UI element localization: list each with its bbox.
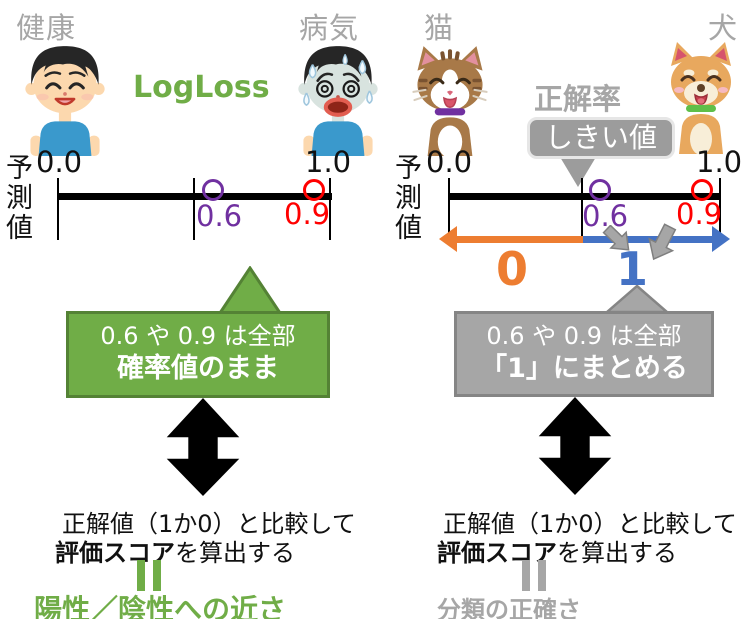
sick-person-icon xyxy=(298,46,378,156)
right-compare-line1: 正解値（1か0）と比較して xyxy=(443,510,737,538)
cat-icon xyxy=(412,46,488,156)
green-callout-pointer xyxy=(218,266,282,314)
map-arrow-low-icon xyxy=(602,225,630,251)
left-tick-max xyxy=(329,178,331,240)
left-class-positive-label: 病気 xyxy=(299,11,360,45)
left-compare-rest: を算出する xyxy=(175,539,295,567)
right-compare-bold: 評価スコア xyxy=(437,539,557,567)
left-double-arrow-icon xyxy=(166,398,240,496)
right-callout-line2: 「1」にまとめる xyxy=(480,353,688,384)
threshold-pointer-icon xyxy=(560,157,596,187)
right-compare-line2: 評価スコアを算出する xyxy=(437,533,677,568)
right-point-low-marker xyxy=(589,179,611,201)
right-summary: 分類の正確さ xyxy=(437,596,581,619)
bucket-one-label: 1 xyxy=(616,242,649,296)
right-compare-rest: を算出する xyxy=(557,539,677,567)
right-point-low-label: 0.6 xyxy=(582,199,629,233)
one-arrow-head xyxy=(712,226,730,252)
left-number-line xyxy=(58,193,332,200)
right-number-line xyxy=(449,193,721,200)
right-class-negative-label: 猫 xyxy=(424,11,455,45)
right-equals-icon xyxy=(522,560,546,591)
left-compare-line2: 評価スコアを算出する xyxy=(55,533,295,568)
gray-callout-pointer xyxy=(605,285,669,313)
left-summary: 陽性／陰性への近さ xyxy=(34,593,287,619)
right-point-high-label: 0.9 xyxy=(676,197,723,231)
left-callout-line2: 確率値のまま xyxy=(117,353,279,384)
left-callout-line1: 0.6 や 0.9 は全部 xyxy=(100,322,296,350)
right-tick-max xyxy=(719,178,721,240)
left-point-low-marker xyxy=(202,179,224,201)
left-equals-icon xyxy=(137,560,161,591)
right-axis-min: 0.0 xyxy=(426,145,473,179)
left-axis-max: 1.0 xyxy=(305,145,352,179)
right-callout: 0.6 や 0.9 は全部 「1」にまとめる xyxy=(454,311,714,397)
right-axis-max: 1.0 xyxy=(696,145,743,179)
left-axis-label: 予測値 xyxy=(1,153,32,243)
left-tick-min xyxy=(57,178,59,240)
right-callout-line1: 0.6 や 0.9 は全部 xyxy=(486,322,682,350)
left-callout: 0.6 や 0.9 は全部 確率値のまま xyxy=(66,311,330,398)
left-metric-title: LogLoss xyxy=(133,70,270,105)
left-point-high-marker xyxy=(303,179,325,201)
right-tick-min xyxy=(448,178,450,240)
right-tick-threshold xyxy=(581,178,583,242)
left-tick-mid xyxy=(193,178,195,240)
left-point-high-label: 0.9 xyxy=(284,197,331,231)
left-point-low-label: 0.6 xyxy=(196,199,243,233)
left-axis-min: 0.0 xyxy=(36,145,83,179)
one-arrow-shaft xyxy=(583,236,713,243)
zero-arrow-shaft xyxy=(455,236,583,243)
map-arrow-high-icon xyxy=(648,223,677,261)
right-metric-title: 正解率 xyxy=(534,82,622,116)
threshold-label: しきい値 xyxy=(527,117,675,159)
left-class-negative-label: 健康 xyxy=(16,11,77,45)
right-axis-label: 予測値 xyxy=(390,153,421,243)
right-double-arrow-icon xyxy=(538,397,612,495)
left-compare-line1: 正解値（1か0）と比較して xyxy=(62,510,356,538)
zero-arrow-head xyxy=(439,226,457,252)
bucket-zero-label: 0 xyxy=(496,242,529,296)
healthy-person-icon xyxy=(25,46,105,156)
right-point-high-marker xyxy=(691,179,713,201)
dog-icon xyxy=(671,42,731,154)
right-class-positive-label: 犬 xyxy=(708,11,739,45)
